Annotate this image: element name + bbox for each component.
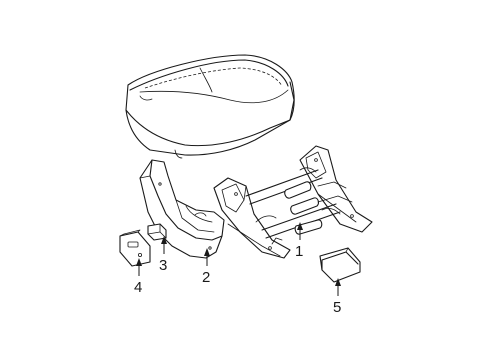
tray-cover — [319, 247, 361, 283]
callout-label-3: 3 — [159, 257, 167, 274]
callout-5: 5 — [333, 278, 341, 316]
callout-3: 3 — [159, 236, 167, 274]
callout-label-2: 2 — [202, 269, 210, 286]
seat-cushion — [125, 54, 295, 159]
callout-4: 4 — [134, 258, 142, 296]
seat-adjuster-frame — [213, 145, 373, 259]
callout-1: 1 — [295, 222, 303, 260]
switch-plate — [119, 229, 151, 267]
callout-2: 2 — [202, 248, 210, 286]
side-cover — [139, 159, 225, 259]
callout-label-4: 4 — [134, 279, 142, 296]
callout-label-1: 1 — [295, 243, 303, 260]
callout-label-5: 5 — [333, 299, 341, 316]
